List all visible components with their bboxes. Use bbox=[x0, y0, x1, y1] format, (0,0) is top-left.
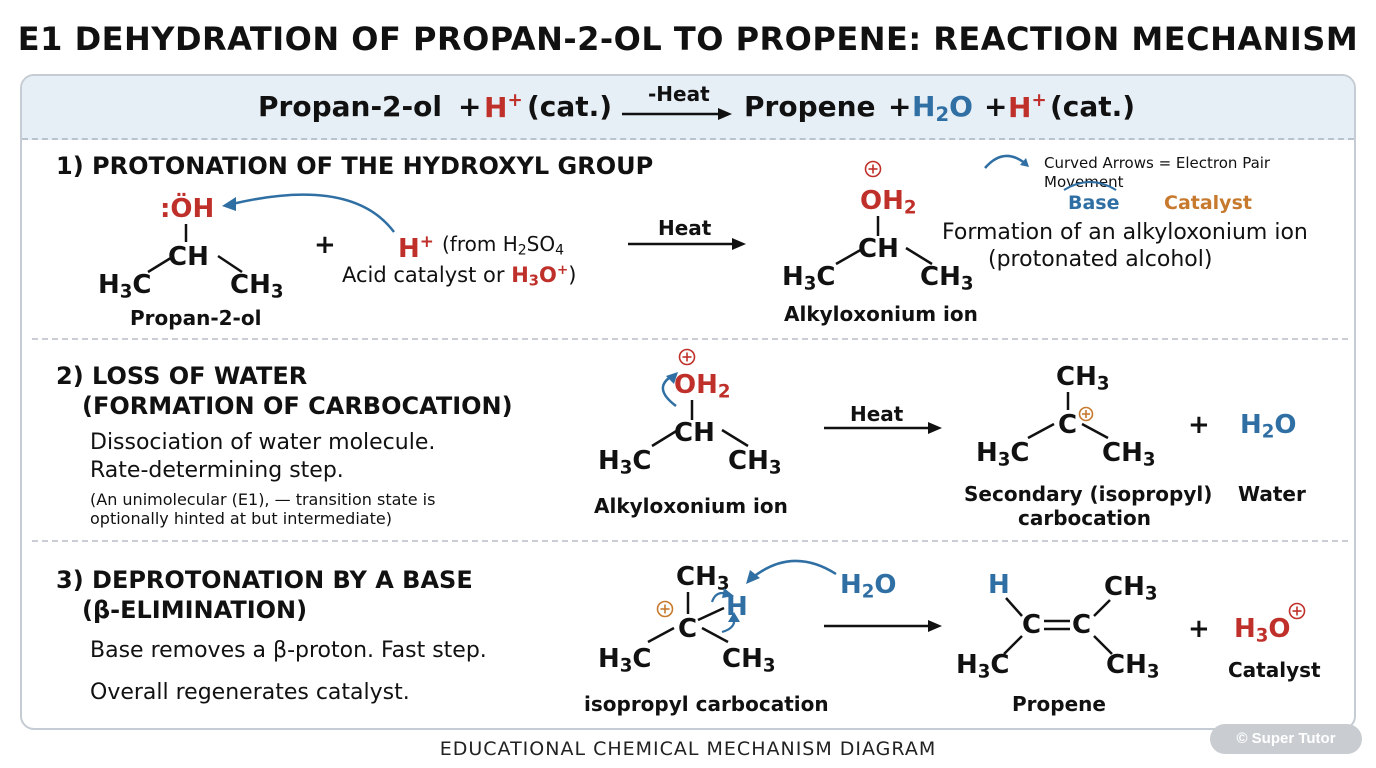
step1-product-ch: CH bbox=[858, 234, 899, 264]
mechanism-panel: Propan-2-ol + H+ (cat.) -Heat Propene + … bbox=[20, 74, 1356, 730]
overall-plus-3: + bbox=[984, 90, 1008, 123]
separator-1 bbox=[32, 338, 1348, 340]
step1-h-plus: H+ bbox=[398, 231, 434, 265]
step3-carbocation-bonds bbox=[647, 592, 729, 644]
step2-top-ch3: CH3 bbox=[1056, 362, 1110, 395]
step1-note-1: Formation of an alkyloxonium ion bbox=[942, 220, 1308, 245]
step1-reaction-arrow bbox=[628, 238, 746, 250]
overall-plus-1: + bbox=[458, 90, 482, 123]
step3-desc-2: Overall regenerates catalyst. bbox=[90, 680, 410, 705]
step1-oxonium-bonds bbox=[835, 216, 933, 266]
step3-base-water: H2O bbox=[840, 570, 897, 603]
step3-propene-h: H bbox=[988, 570, 1010, 600]
step3-product-label: Propene bbox=[1012, 692, 1106, 716]
step1-positive-charge bbox=[864, 160, 882, 178]
step2-plus: + bbox=[1188, 410, 1210, 440]
overall-plus-2: + bbox=[888, 90, 912, 123]
step3-carbon: C bbox=[678, 614, 698, 644]
overall-cat-1: (cat.) bbox=[527, 90, 613, 123]
step1-product-h3c: H3C bbox=[782, 262, 836, 295]
step1-product-label: Alkyloxonium ion bbox=[784, 302, 978, 326]
step3-heading-1: 3) DEPROTONATION BY A BASE bbox=[56, 566, 473, 594]
step2-reaction-arrow bbox=[824, 422, 942, 434]
overall-cat-2: (cat.) bbox=[1050, 90, 1136, 123]
separator-2 bbox=[32, 540, 1348, 542]
step3-heading-2: (β-ELIMINATION) bbox=[82, 596, 308, 624]
step2-oh2: OH2 bbox=[674, 370, 731, 403]
step3-hydronium-charge bbox=[1288, 602, 1306, 620]
step3-reactant-label: isopropyl carbocation bbox=[584, 692, 829, 716]
overall-reactant: Propan-2-ol bbox=[258, 90, 442, 123]
step3-carbocation-charge bbox=[656, 600, 674, 618]
overall-h-plus-2: H+ bbox=[1008, 90, 1047, 124]
step1-heading: 1) PROTONATION OF THE HYDROXYL GROUP bbox=[56, 152, 654, 180]
step3-h3c: H3C bbox=[598, 644, 652, 677]
step2-h3c: H3C bbox=[598, 446, 652, 479]
legend-catalyst: Catalyst bbox=[1164, 192, 1252, 214]
step2-carbocation-ch3: CH3 bbox=[1102, 438, 1156, 471]
step2-positive-charge bbox=[678, 348, 696, 366]
page-title: E1 DEHYDRATION OF PROPAN-2-OL TO PROPENE… bbox=[17, 20, 1359, 58]
step2-desc-2: Rate-determining step. bbox=[90, 458, 344, 483]
step3-beta-h: H bbox=[726, 592, 748, 622]
step1-note-2: (protonated alcohol) bbox=[988, 247, 1213, 272]
step1-acid-line1: (from H2SO4 bbox=[442, 232, 565, 259]
step3-curved-arrows bbox=[710, 559, 837, 634]
step1-propanol-bonds bbox=[147, 224, 243, 274]
step3-ch3: CH3 bbox=[722, 644, 776, 677]
step2-water-label: Water bbox=[1238, 482, 1306, 506]
curved-arrow-legend-icon bbox=[984, 154, 1029, 169]
step1-reactant-label: Propan-2-ol bbox=[130, 306, 262, 330]
overall-equation-banner: Propan-2-ol + H+ (cat.) -Heat Propene + … bbox=[22, 76, 1354, 140]
step2-heading-2: (FORMATION OF CARBOCATION) bbox=[82, 392, 513, 420]
step2-curved-arrow bbox=[661, 372, 678, 407]
step2-product-label-2: carbocation bbox=[1018, 506, 1152, 530]
step2-product-label-1: Secondary (isopropyl) bbox=[964, 482, 1213, 506]
watermark-badge: © Super Tutor bbox=[1210, 724, 1362, 754]
overall-water: H2O bbox=[912, 90, 973, 126]
step2-desc-1: Dissociation of water molecule. bbox=[90, 430, 436, 455]
step3-reaction-arrow bbox=[824, 620, 942, 632]
step2-carbocation-charge bbox=[1078, 406, 1094, 422]
step2-water: H2O bbox=[1240, 410, 1297, 443]
step3-catalyst-label: Catalyst bbox=[1228, 658, 1321, 682]
legend-base: Base bbox=[1068, 192, 1120, 214]
step1-h3c: H3C bbox=[98, 270, 152, 303]
step1-product-ch3: CH3 bbox=[920, 262, 974, 295]
step2-carbon: C bbox=[1058, 410, 1078, 440]
step2-ch: CH bbox=[674, 418, 715, 448]
step1-oh-group: :ÖH bbox=[160, 194, 215, 224]
overall-h-plus: H+ bbox=[484, 90, 523, 124]
step2-oxonium-bonds bbox=[651, 400, 749, 448]
overall-arrow-label: -Heat bbox=[648, 82, 710, 106]
step3-top-ch3: CH3 bbox=[676, 562, 730, 595]
step1-plus: + bbox=[314, 230, 336, 260]
footer-caption: EDUCATIONAL CHEMICAL MECHANISM DIAGRAM bbox=[439, 738, 937, 760]
step1-ch3: CH3 bbox=[230, 270, 284, 303]
step1-ch: CH bbox=[168, 242, 209, 272]
step3-propene-top-ch3: CH3 bbox=[1104, 572, 1158, 605]
step3-propene-h3c: H3C bbox=[956, 650, 1010, 683]
step3-hydronium: H3O bbox=[1234, 614, 1291, 647]
step3-plus: + bbox=[1188, 614, 1210, 644]
step1-oh2: OH2 bbox=[860, 186, 917, 219]
overall-arrow bbox=[622, 108, 732, 120]
step2-heading-1: 2) LOSS OF WATER bbox=[56, 362, 308, 390]
step3-propene-ch3: CH3 bbox=[1106, 650, 1160, 683]
step2-reactant-label: Alkyloxonium ion bbox=[594, 494, 788, 518]
step2-arrow-label: Heat bbox=[850, 402, 904, 426]
base-legend-arc bbox=[1063, 181, 1117, 191]
step3-desc-1: Base removes a β-proton. Fast step. bbox=[90, 638, 487, 663]
step1-arrow-label: Heat bbox=[658, 216, 712, 240]
step2-ch3: CH3 bbox=[728, 446, 782, 479]
step2-carbocation-h3c: H3C bbox=[976, 438, 1030, 471]
step2-carbocation-bonds bbox=[1027, 392, 1109, 440]
step2-note: (An unimolecular (E1), — transition stat… bbox=[90, 490, 436, 528]
step1-curved-arrow bbox=[222, 193, 395, 233]
overall-product: Propene bbox=[744, 90, 876, 123]
step3-propene-c2: C bbox=[1072, 610, 1092, 640]
step1-acid-line2: Acid catalyst or H3O+) bbox=[342, 262, 577, 290]
step3-propene-bonds bbox=[1003, 597, 1113, 655]
step3-propene-c1: C bbox=[1022, 610, 1042, 640]
